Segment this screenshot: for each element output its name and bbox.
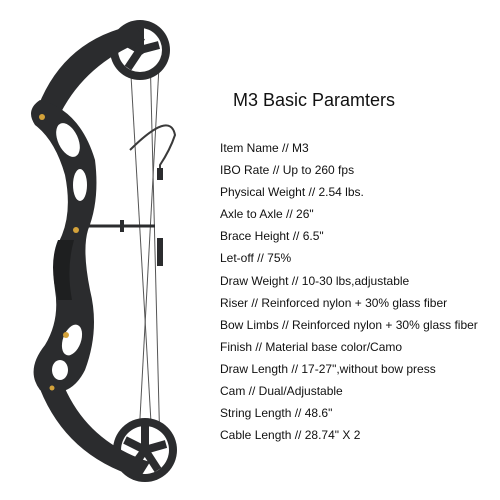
- spec-item: Draw Length // 17-27",without bow press: [220, 361, 436, 376]
- spec-item: Cam // Dual/Adjustable: [220, 384, 343, 399]
- spec-item: Item Name // M3: [220, 141, 309, 155]
- spec-item: Finish // Material base color/Camo: [220, 339, 403, 354]
- accent-bolt: [39, 114, 45, 120]
- spec-item: Let-off // 75%: [220, 251, 292, 266]
- string-stopper: [129, 124, 177, 175]
- spec-item: Axle to Axle // 26": [220, 207, 314, 222]
- lower-cam: [113, 418, 177, 482]
- accent-bolt: [49, 385, 55, 391]
- accent-bolt: [73, 227, 79, 233]
- spec-item: Bow Limbs // Reinforced nylon + 30% glas…: [220, 317, 478, 332]
- spec-item: String Length // 48.6": [220, 406, 333, 421]
- stopper-weight: [157, 168, 163, 180]
- spec-item: Brace Height // 6.5": [220, 229, 324, 244]
- upper-limb: [35, 25, 145, 125]
- spec-item: Draw Weight // 10-30 lbs,adjustable: [220, 273, 410, 288]
- accent-bolt: [63, 332, 69, 338]
- spec-item: IBO Rate // Up to 260 fps: [220, 163, 355, 178]
- spec-item: Physical Weight // 2.54 lbs.: [220, 185, 364, 200]
- spec-item: Riser // Reinforced nylon + 30% glass fi…: [220, 295, 448, 310]
- lower-limb: [35, 370, 150, 478]
- spec-title: M3 Basic Paramters: [233, 90, 396, 110]
- compound-bow-illustration: [31, 20, 177, 482]
- bow-strings: [129, 47, 161, 456]
- spec-item: Cable Length // 28.74" X 2: [220, 428, 361, 443]
- cable-guard: [157, 238, 163, 266]
- grip: [53, 240, 74, 300]
- spec-list: Item Name // M3 IBO Rate // Up to 260 fp…: [220, 137, 478, 446]
